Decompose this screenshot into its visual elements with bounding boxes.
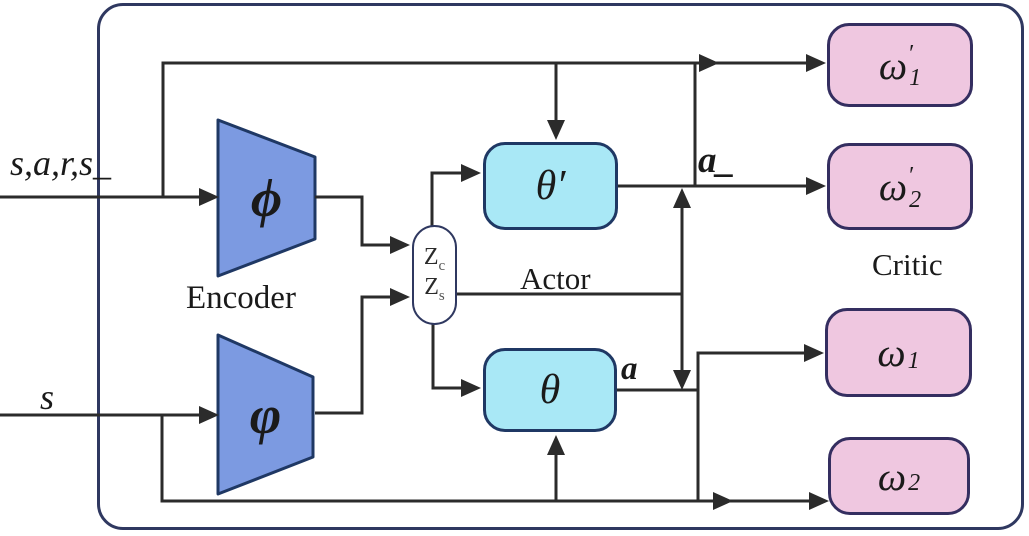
arrowhead-icon xyxy=(390,288,410,306)
edge-theta-target-output xyxy=(618,177,826,195)
phi-symbol: ϕ xyxy=(250,168,283,228)
critic-omega-target-2-node: ω′2 xyxy=(827,143,973,230)
zc-base: Z xyxy=(423,244,439,271)
omega-base: ω xyxy=(877,330,906,375)
edge-action-exchange xyxy=(673,188,691,390)
zc-sub: c xyxy=(438,258,446,275)
latent-zs: Zs xyxy=(424,274,445,305)
encoder-varphi-trapezoid xyxy=(216,333,315,496)
omega-sub: 2 xyxy=(908,470,921,496)
edge-top-branch xyxy=(161,54,826,197)
critic-label: Critic xyxy=(872,247,943,282)
arrowhead-icon xyxy=(713,492,733,510)
action-next-label: a_ xyxy=(698,140,735,181)
omega-base: ω xyxy=(878,42,908,88)
arrowhead-icon xyxy=(547,120,565,140)
actor-label: Actor xyxy=(520,261,591,296)
actor-theta-node: θ xyxy=(483,348,617,432)
arrowhead-icon xyxy=(199,188,219,206)
arrowhead-icon xyxy=(199,406,219,424)
varphi-symbol: φ xyxy=(249,385,282,445)
arrowhead-icon xyxy=(547,435,565,455)
edge-bottom-branch xyxy=(160,415,829,510)
actor-theta-target-node: θ′ xyxy=(483,142,618,230)
critic-omega-target-1-node: ω′1 xyxy=(827,23,973,107)
edge-bottom-to-theta xyxy=(547,435,565,501)
arrowhead-icon xyxy=(809,492,829,510)
edge-to-omega1 xyxy=(696,344,824,501)
arrowhead-icon xyxy=(699,54,719,72)
arrowhead-icon xyxy=(673,188,691,208)
edge-varphi-to-zs xyxy=(315,288,410,415)
edge-latent-to-theta-target xyxy=(430,164,481,226)
edge-state-input xyxy=(0,406,219,424)
zs-sub: s xyxy=(438,287,445,304)
latent-z-node: Zc Zs xyxy=(412,225,457,325)
action-label: a xyxy=(621,351,638,387)
edge-top-to-theta-target xyxy=(547,63,565,140)
omega-sub: 1 xyxy=(909,65,922,91)
arrowhead-icon xyxy=(806,54,826,72)
omega-prime: ′ xyxy=(909,41,915,67)
encoder-phi-node: ϕ xyxy=(218,122,315,274)
edge-latent-to-theta xyxy=(431,324,481,397)
arrowhead-icon xyxy=(461,164,481,182)
arrowhead-icon xyxy=(806,177,826,195)
edge-transition-input xyxy=(0,188,219,206)
omega-base: ω xyxy=(877,453,907,499)
omega-sub: 1 xyxy=(907,347,920,374)
omega-sub: 2 xyxy=(909,186,922,213)
encoder-phi-trapezoid xyxy=(216,118,317,278)
arrowhead-icon xyxy=(673,370,691,390)
omega-prime: ′ xyxy=(909,162,915,189)
arrowhead-icon xyxy=(390,236,410,254)
encoder-label: Encoder xyxy=(186,280,296,316)
arrowhead-icon xyxy=(461,379,481,397)
theta-symbol: θ xyxy=(539,367,561,413)
omega-base: ω xyxy=(878,164,908,209)
arrowhead-icon xyxy=(804,344,824,362)
latent-zc: Zc xyxy=(424,245,445,275)
input-transition-label: s,a,r,s_ xyxy=(10,143,112,183)
input-state-label: s xyxy=(40,377,55,417)
diagram-frame xyxy=(97,3,1024,530)
encoder-varphi-node: φ xyxy=(218,337,313,493)
edge-phi-to-zc xyxy=(315,195,410,254)
zs-base: Z xyxy=(424,274,439,300)
theta-target-symbol: θ′ xyxy=(535,163,566,209)
